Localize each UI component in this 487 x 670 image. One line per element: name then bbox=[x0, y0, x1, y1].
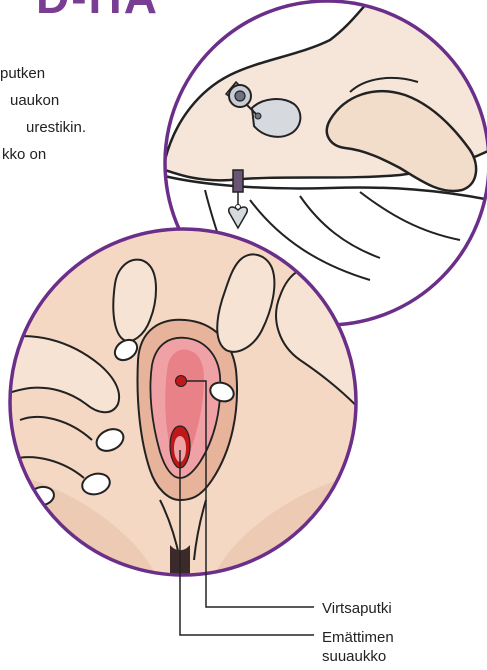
vaginal-opening-label: Emättimen suuaukko bbox=[322, 628, 394, 666]
urethra-label: Virtsaputki bbox=[322, 599, 392, 618]
vaginal-opening-label-line2: suuaukko bbox=[322, 647, 394, 666]
vaginal-opening-label-line1: Emättimen bbox=[322, 628, 394, 647]
urethra-marker bbox=[176, 376, 187, 387]
